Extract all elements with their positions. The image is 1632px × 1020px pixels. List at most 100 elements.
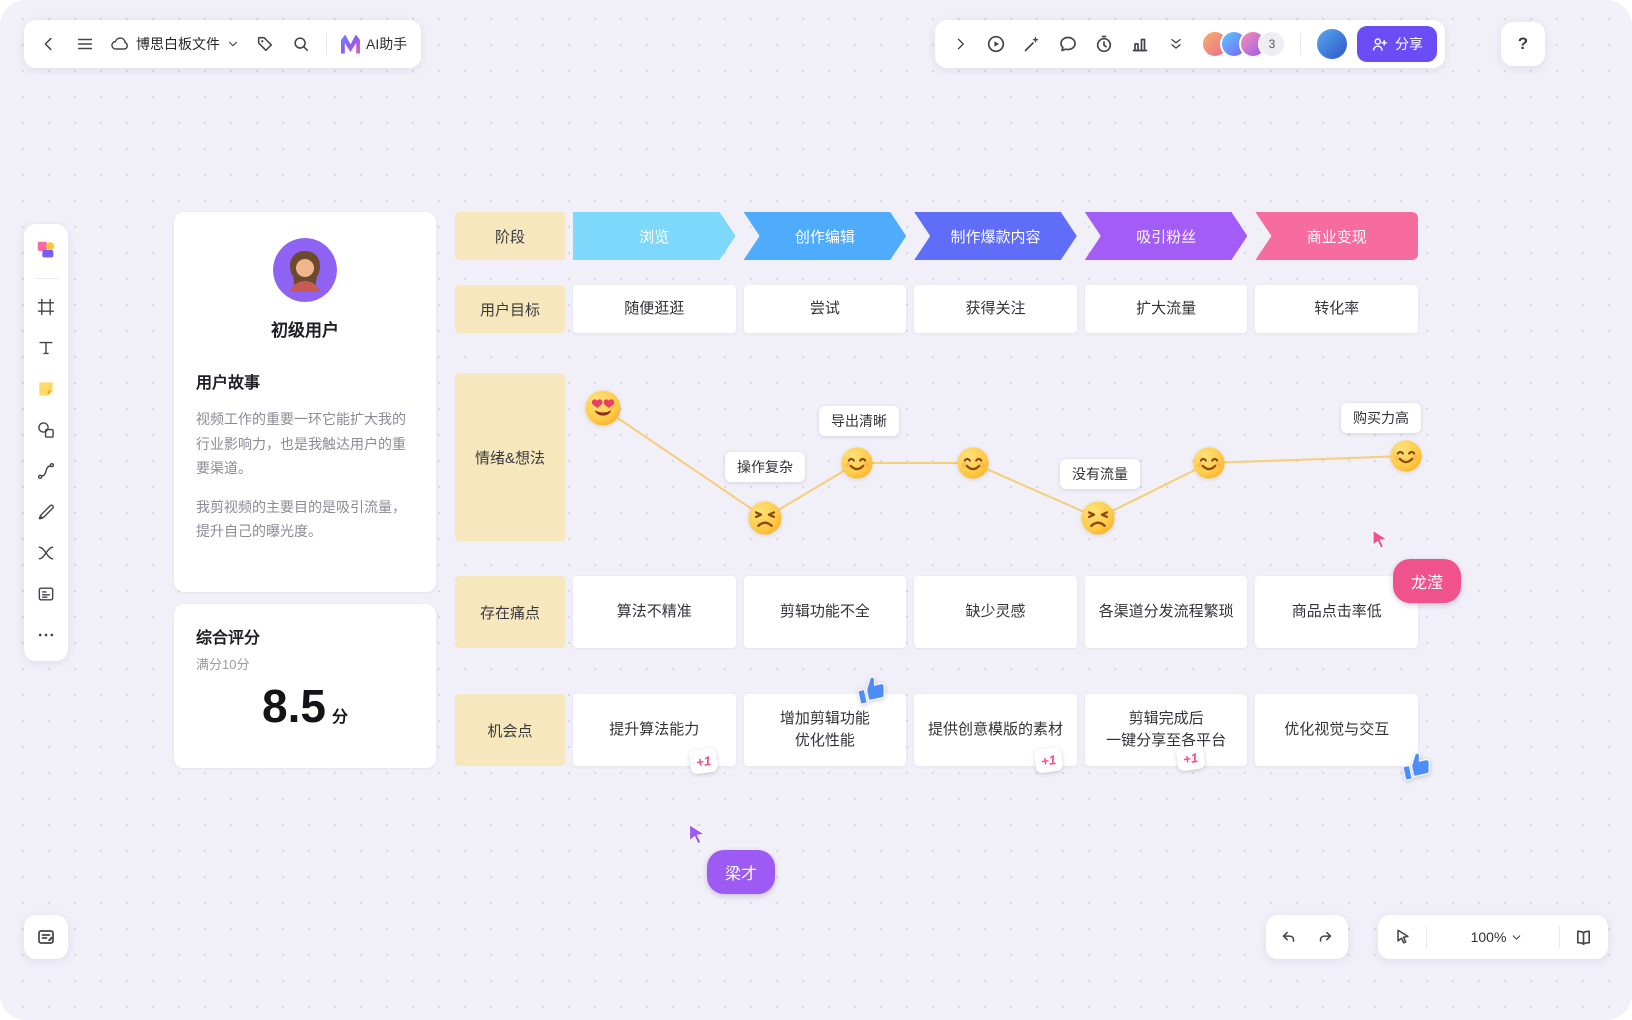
templates-icon [37,241,55,258]
emotion-note[interactable]: 导出清晰 [819,406,899,436]
tool-pen[interactable] [30,496,62,528]
tool-connector[interactable] [30,455,62,487]
pain-card[interactable]: 缺少灵感 [914,576,1077,648]
persona-card[interactable]: 初级用户 用户故事 视频工作的重要一环它能扩大我的行业影响力，也是我触达用户的重… [174,212,436,592]
laser-pointer-button[interactable] [1015,26,1049,62]
toolbar-left: 博思白板文件 AI助手 [24,20,422,68]
comments-button[interactable] [1051,26,1085,62]
search-button[interactable] [284,26,318,62]
pain-card[interactable]: 商品点击率低 [1255,576,1418,648]
plus-one-reaction[interactable]: +1 [688,747,719,775]
pain-row: 存在痛点 算法不精准 剪辑功能不全 缺少灵感 各渠道分发流程繁琐 商品点击率低 [455,576,1418,648]
emotion-curve-area: 操作复杂 导出清晰 没有流量 购买力高 [573,373,1418,541]
help-label: ? [1517,34,1529,53]
stage-arrow[interactable]: 吸引粉丝 [1085,212,1248,260]
menu-button[interactable] [68,26,102,62]
goal-card[interactable]: 随便逛逛 [573,285,736,333]
emotion-emoji-smile[interactable] [1389,439,1423,473]
present-button[interactable] [1123,26,1157,62]
stage-arrow[interactable]: 创作编辑 [744,212,907,260]
zoom-control[interactable]: 100% [1433,929,1553,945]
score-title: 综合评分 [196,630,261,647]
text-icon [39,341,53,355]
connector-icon [37,462,55,480]
opportunity-card[interactable]: 剪辑完成后 一键分享至各平台 [1084,694,1248,766]
thumb-up-reaction[interactable] [1398,747,1436,785]
emotion-note[interactable]: 购买力高 [1341,403,1421,433]
plus-one-reaction[interactable]: +1 [1175,744,1206,772]
emotion-emoji-sad[interactable] [1080,500,1116,536]
goal-card[interactable]: 转化率 [1255,285,1418,333]
redo-button[interactable] [1308,919,1342,955]
tool-mindmap[interactable] [30,537,62,569]
help-button[interactable]: ? [1501,22,1545,66]
tool-templates[interactable] [30,234,62,266]
collaborator-count-badge[interactable]: 3 [1258,30,1286,58]
row-label-stage[interactable]: 阶段 [455,212,565,260]
tool-shapes[interactable] [30,414,62,446]
emotion-emoji-love[interactable] [584,389,622,427]
emotion-emoji-smile[interactable] [840,446,874,480]
emotion-emoji-smile[interactable] [956,446,990,480]
row-label-opportunity[interactable]: 机会点 [455,694,565,766]
emotion-emoji-smile[interactable] [1192,446,1226,480]
play-demo-button[interactable] [979,26,1013,62]
back-button[interactable] [32,26,66,62]
emotion-row: 情绪&想法 操作复杂 导出清晰 没有流量 购买力高 [455,373,1418,541]
frame-icon [37,298,55,316]
thumb-up-reaction[interactable] [853,671,891,709]
ai-assistant-button[interactable]: AI助手 [335,26,413,62]
comment-icon [1060,36,1076,52]
share-label: 分享 [1395,36,1423,52]
tool-more[interactable] [30,619,62,651]
stage-arrow[interactable]: 制作爆款内容 [914,212,1077,260]
row-label-pain[interactable]: 存在痛点 [455,576,565,648]
pen-icon [38,504,54,520]
goal-card[interactable]: 扩大流量 [1084,285,1248,333]
collaborator-cursor-name: 龙滢 [1393,559,1462,603]
menu-icon [77,38,93,50]
row-label-emotion[interactable]: 情绪&想法 [455,373,565,541]
collapse-toolbar-button[interactable] [943,26,977,62]
notes-icon [38,930,54,944]
pain-card[interactable]: 各渠道分发流程繁琐 [1084,576,1248,648]
goal-card[interactable]: 尝试 [743,285,907,333]
share-button[interactable]: 分享 [1357,26,1437,62]
more-tools-button[interactable] [1159,26,1193,62]
plus-one-reaction[interactable]: +1 [1033,746,1064,774]
tag-button[interactable] [248,26,282,62]
shapes-icon [38,422,54,438]
opportunity-card[interactable]: 增加剪辑功能 优化性能 [743,694,907,766]
double-chevron-down-icon [1171,38,1181,49]
opportunity-card[interactable]: 优化视觉与交互 [1255,694,1418,766]
pages-button[interactable] [1566,919,1600,955]
toolbar-divider [1559,926,1560,948]
collaborator-avatars[interactable]: 3 [1201,30,1286,58]
pain-card[interactable]: 算法不精准 [573,576,736,648]
stage-arrow[interactable]: 商业变现 [1255,212,1418,260]
goal-card[interactable]: 获得关注 [914,285,1077,333]
emotion-note[interactable]: 操作复杂 [725,452,805,482]
toolbar-divider [1426,926,1427,948]
present-bars-icon [1132,38,1148,52]
timer-button[interactable] [1087,26,1121,62]
notes-panel-button[interactable] [24,915,68,959]
undo-button[interactable] [1272,919,1306,955]
tool-sticky-note[interactable] [30,373,62,405]
row-label-goal[interactable]: 用户目标 [455,285,565,333]
emotion-emoji-sad[interactable] [747,500,783,536]
tool-card-note[interactable] [30,578,62,610]
pain-card[interactable]: 剪辑功能不全 [743,576,907,648]
emotion-note[interactable]: 没有流量 [1060,459,1140,489]
file-name-button[interactable]: 博思白板文件 [104,26,246,62]
tool-frame[interactable] [30,291,62,323]
search-icon [294,37,309,52]
play-icon [987,35,1005,53]
select-tool-button[interactable] [1386,919,1420,955]
opportunity-row: 机会点 提升算法能力 增加剪辑功能 优化性能 提供创意模版的素材 剪辑完成后 一… [455,694,1418,766]
tool-text[interactable] [30,332,62,364]
stage-arrow[interactable]: 浏览 [573,212,736,260]
current-user-avatar[interactable] [1317,29,1347,59]
